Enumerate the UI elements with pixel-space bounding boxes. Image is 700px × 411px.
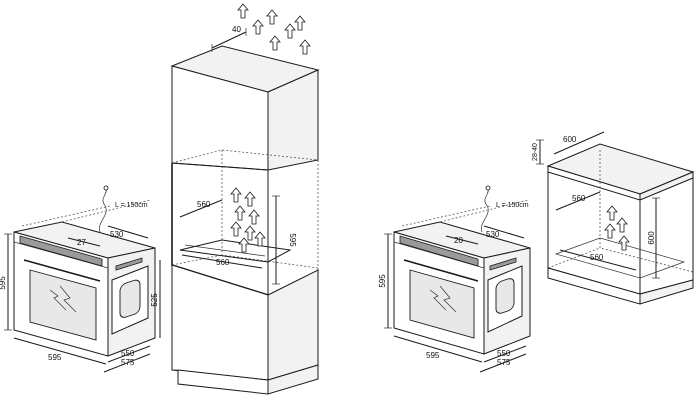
counter-gap-label: 28-40 (532, 143, 539, 161)
oven-panel-right-label: 20 (454, 236, 463, 245)
oven-height-right-label: 595 (378, 274, 387, 288)
oven-depth-bottom1-left-label: 550 (121, 349, 135, 358)
oven-depth-right-label: 530 (486, 230, 500, 239)
oven-depth-bottom1-right-label: 550 (497, 349, 511, 358)
tall-cabinet (170, 45, 320, 395)
vent-arrows-top (237, 3, 311, 55)
under-counter-cabinet (546, 143, 695, 305)
under-niche-width-label: 560 (590, 253, 604, 262)
oven-width-right-label: 595 (426, 351, 440, 360)
tall-niche-dimensions: 560 560 595 (179, 195, 297, 285)
cable-length-left-label: L = 150cm (115, 202, 148, 209)
under-niche-dimensions: 560 560 600 (555, 191, 660, 279)
cable-length-right-label: L = 150cm (496, 202, 529, 209)
oven-width-left-label: 595 (48, 353, 62, 362)
vent-arrows-under (604, 205, 630, 251)
oven-inner-height-left-label: 525 (150, 293, 159, 307)
oven-left: L = 150cm 530 27 595 525 (0, 185, 161, 373)
oven-right: L = 150cm 530 20 595 595 550 575 (378, 185, 531, 373)
counter-gap-dimension: 28-40 (532, 139, 544, 165)
under-niche-depth-label: 560 (572, 194, 586, 203)
tall-niche-width-label: 560 (216, 258, 230, 267)
oven-depth-bottom2-left-label: 575 (121, 358, 135, 367)
top-gap-label: 40 (232, 25, 241, 34)
oven-depth-left-label: 530 (110, 230, 124, 239)
counter-depth-dimension: 600 (553, 131, 605, 155)
tall-niche-depth-label: 560 (197, 200, 211, 209)
top-gap-dimension: 40 (211, 25, 247, 52)
oven-height-left-label: 595 (0, 276, 7, 290)
counter-depth-label: 600 (563, 135, 577, 144)
oven-depth-bottom2-right-label: 575 (497, 358, 511, 367)
tall-niche-height-label: 595 (288, 233, 297, 247)
oven-panel-left-label: 27 (77, 238, 86, 247)
under-niche-height-label: 600 (647, 231, 656, 245)
